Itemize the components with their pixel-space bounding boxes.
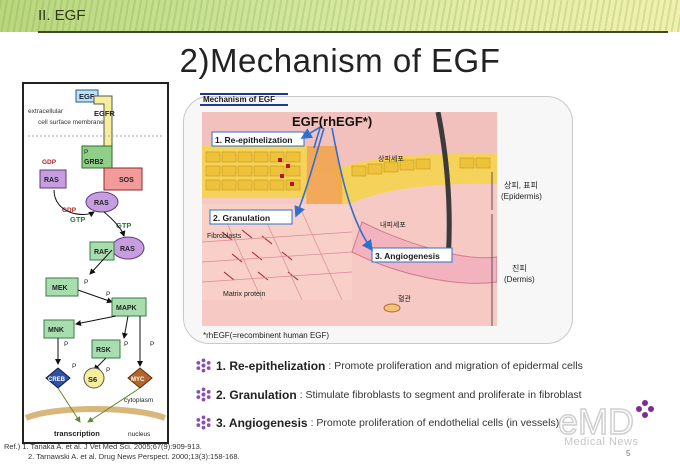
egfr-label: EGFR — [94, 109, 115, 118]
watermark-subtitle: Medical News — [564, 436, 639, 448]
fibroblasts-label: Fibroblasts — [207, 233, 242, 240]
svg-text:eMD: eMD — [558, 401, 634, 440]
slide-title: 2)Mechanism of EGF — [179, 42, 501, 79]
granulation-box — [209, 209, 293, 225]
rhegf-footnote: *rhEGF(=recombinent human EGF) — [203, 331, 330, 340]
gtp-right-label: GTP — [116, 221, 131, 230]
s6-circle — [83, 367, 105, 389]
ras-right-label: RAS — [120, 246, 135, 253]
sos-label: SOS — [119, 177, 134, 184]
emd-watermark: eMD Medical News — [556, 396, 666, 456]
reference-1: Ref.) 1. Tanaka A. et al. J Vet Med Sci.… — [4, 442, 202, 451]
grb2-box — [81, 145, 113, 169]
box2-label: 2. Granulation — [213, 213, 271, 223]
ras-center-ellipse — [85, 191, 119, 213]
reference-2: 2. Tarnawski A. et al. Drug News Perspec… — [28, 452, 240, 461]
bullet-granulation: 2. Granulation : Stimulate fibroblasts t… — [196, 387, 582, 402]
p-s6-label: P — [106, 367, 110, 374]
p-mek-label: P — [84, 279, 88, 286]
angiogenesis-box — [371, 247, 453, 263]
bullet-angiogenesis: 3. Angiogenesis : Promote proliferation … — [196, 415, 559, 430]
p-rsk-label: P — [124, 341, 128, 348]
p-creb-label: P — [72, 363, 76, 370]
grb2-label: GRB2 — [84, 159, 104, 166]
emd-logo-icon: eMD — [557, 400, 654, 443]
endothelial-cells-ko-label: 내피세포 — [380, 222, 406, 229]
bullet-3-body: : Promote proliferation of endothelial c… — [310, 416, 560, 429]
purple-snowflake-icon — [196, 415, 211, 430]
vessel-ko-label: 혈관 — [398, 296, 411, 303]
matrix-protein-label: Matrix protein — [223, 291, 266, 298]
gdp-top-label: GDP — [42, 159, 57, 166]
bullet-2-head: 2. Granulation — [216, 387, 297, 402]
creb-label: CREB — [48, 377, 66, 383]
bullet-re-epithelization: 1. Re-epithelization : Promote prolifera… — [196, 358, 583, 373]
ras-center-label: RAS — [94, 200, 109, 207]
egf-label: EGF — [79, 92, 95, 101]
dermis-en-label: (Dermis) — [504, 275, 535, 284]
egf-rhegf-label: EGF(rhEGF*) — [292, 114, 373, 129]
purple-snowflake-icon — [196, 358, 211, 373]
bullet-3-head: 3. Angiogenesis — [216, 415, 308, 430]
box1-label: 1. Re-epithelization — [215, 135, 293, 145]
creb-shape — [45, 367, 71, 389]
gdp-bottom-label: GDP — [62, 207, 77, 214]
signaling-pathway-diagram: EGF EGFR extracellular cell surface memb… — [22, 82, 169, 444]
skin-illustration — [202, 112, 497, 326]
rsk-label: RSK — [96, 347, 111, 354]
p-egfr-label: P — [84, 149, 88, 156]
mapk-label: MAPK — [116, 305, 137, 312]
re-epithelization-box — [211, 131, 305, 147]
nucleus-label: nucleus — [128, 431, 151, 438]
raf-box — [89, 241, 115, 261]
pathway-svg: EGF EGFR extracellular cell surface memb… — [24, 89, 167, 438]
header-banner: II. EGF — [0, 0, 680, 32]
bullet-1-body: : Promote proliferation and migration of… — [328, 359, 583, 372]
bullet-1-head: 1. Re-epithelization — [216, 358, 326, 373]
grass-texture — [0, 0, 680, 32]
extracellular-label: extracellular — [28, 108, 64, 115]
mek-label: MEK — [52, 285, 68, 292]
epithelial-cells-ko-label: 상피세포 — [378, 156, 404, 163]
mapk-box — [111, 297, 147, 317]
myc-label: MYC — [131, 377, 145, 383]
page-number: 5 — [626, 449, 631, 458]
gtp-left-label: GTP — [70, 215, 85, 224]
epidermis-en-label: (Epidermis) — [501, 192, 542, 201]
box3-label: 3. Angiogenesis — [375, 251, 440, 261]
ras-left-label: RAS — [44, 177, 59, 184]
mechanism-figure-title: Mechanism of EGF — [203, 95, 276, 104]
cytoplasm-label: cytoplasm — [124, 397, 153, 404]
p-mapk2-label: P — [150, 341, 154, 348]
transcription-label: transcription — [54, 429, 100, 438]
p-mnk-label: P — [64, 341, 68, 348]
mek-box — [45, 277, 79, 297]
myc-shape — [127, 367, 153, 389]
epidermis-ko-label: 상피, 표피 — [504, 181, 538, 190]
mechanism-title-bar-top — [200, 93, 288, 95]
header-rule — [38, 31, 668, 33]
p-mapk-label: P — [106, 291, 110, 298]
nucleus-membrane — [24, 406, 167, 421]
mechanism-title-bar-bottom — [200, 104, 288, 106]
references: Ref.) 1. Tanaka A. et al. J Vet Med Sci.… — [4, 442, 240, 462]
mnk-box — [43, 319, 75, 339]
raf-label: RAF — [94, 249, 109, 256]
purple-snowflake-icon — [196, 387, 211, 402]
membrane-label: cell surface membrane — [38, 119, 104, 126]
sos-box — [103, 167, 143, 191]
mnk-label: MNK — [48, 327, 64, 334]
bullet-2-body: : Stimulate fibroblasts to segment and p… — [299, 388, 582, 401]
dermis-ko-label: 진피 — [512, 264, 527, 273]
section-label: II. EGF — [38, 7, 86, 24]
s6-label: S6 — [88, 375, 97, 384]
ras-left-box — [39, 169, 67, 189]
